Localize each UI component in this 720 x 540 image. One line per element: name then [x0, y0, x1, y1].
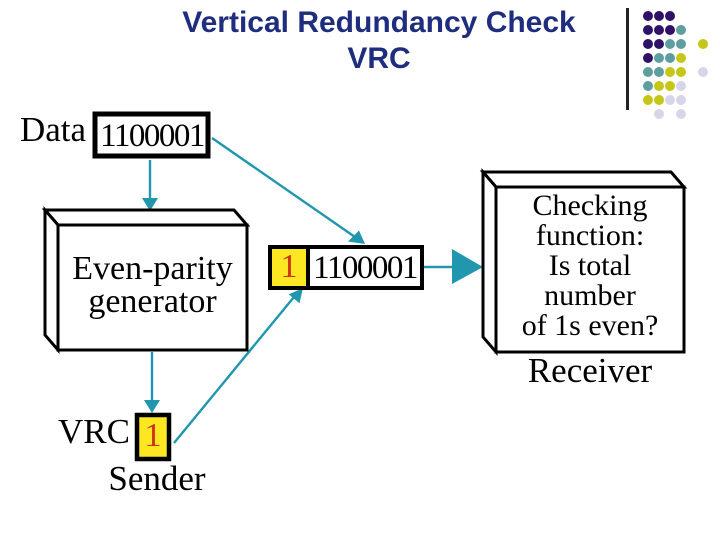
- decoration-dot: [643, 95, 653, 105]
- sender-label: Sender: [108, 459, 206, 498]
- decoration-dot: [665, 11, 675, 21]
- decoration-dot: [665, 95, 675, 105]
- decoration-vertical-rule: [626, 8, 629, 110]
- generator-label: Even-parity generator: [72, 250, 233, 320]
- data-box: [92, 111, 211, 159]
- decoration-dot: [654, 95, 664, 105]
- arrowhead-down-1: [142, 198, 158, 211]
- decoration-dot: [698, 39, 708, 49]
- codeword-parity-bit: 1: [280, 248, 298, 285]
- checker-box-left-face: [481, 167, 498, 357]
- decoration-dot: [665, 67, 675, 77]
- receiver-label: Receiver: [527, 351, 653, 390]
- codeword-parity-cell: [272, 249, 306, 286]
- arrowhead-down-2: [144, 400, 160, 413]
- decoration-dot: [654, 25, 664, 35]
- decoration-dot: [676, 25, 686, 35]
- data-value: 1100001: [100, 118, 205, 154]
- decoration-dot: [665, 39, 675, 49]
- arrow-heads: [142, 198, 483, 413]
- arrowhead-diagonal-1: [348, 230, 365, 244]
- decoration-dot: [698, 67, 708, 77]
- checker-label: Checking function: Is total number of 1s…: [521, 189, 659, 342]
- decoration-dot: [643, 67, 653, 77]
- decoration-dot: [665, 53, 675, 63]
- decoration-dot: [654, 109, 664, 119]
- arrowhead-right-large: [452, 249, 483, 284]
- generator-box-front-face: [56, 223, 249, 352]
- decoration-dot: [654, 11, 664, 21]
- vrc-label: VRC: [58, 412, 130, 451]
- decoration-dot: [665, 25, 675, 35]
- arrow-lines: [148, 137, 454, 444]
- checker-box-3d: [479, 167, 688, 357]
- decoration-dot: [654, 53, 664, 63]
- decoration-dot: [643, 53, 653, 63]
- decoration-dot: [676, 67, 686, 77]
- decoration-dot: [643, 11, 653, 21]
- generator-box-3d: [41, 205, 251, 355]
- decoration-dot: [654, 67, 664, 77]
- decoration-dot: [676, 39, 686, 49]
- generator-box-left-face: [43, 205, 60, 355]
- decoration-dot: [676, 95, 686, 105]
- decoration-dot: [676, 81, 686, 91]
- decoration-dot: [643, 39, 653, 49]
- slide-title: Vertical Redundancy Check VRC: [182, 6, 576, 75]
- decoration-dot: [676, 53, 686, 63]
- decoration-dot: [676, 109, 686, 119]
- arrowhead-diagonal-2: [288, 288, 303, 304]
- checker-box-top-face: [479, 170, 688, 189]
- checker-box-front-face: [494, 185, 686, 354]
- decoration-dot: [643, 81, 653, 91]
- vrc-bit-box: [134, 412, 172, 462]
- data-label: Data: [20, 110, 87, 149]
- decoration-dot: [665, 81, 675, 91]
- decoration-dot: [654, 81, 664, 91]
- arrow-data-to-codeword: [211, 137, 356, 238]
- decoration-dot: [654, 39, 664, 49]
- decoration-dot: [643, 25, 653, 35]
- arrow-vrc-to-codeword: [173, 296, 295, 444]
- vrc-bit: 1: [144, 417, 162, 454]
- generator-box-top-face: [41, 208, 251, 227]
- codeword-value: 1100001: [313, 250, 418, 286]
- codeword-cell-divider: [306, 249, 310, 286]
